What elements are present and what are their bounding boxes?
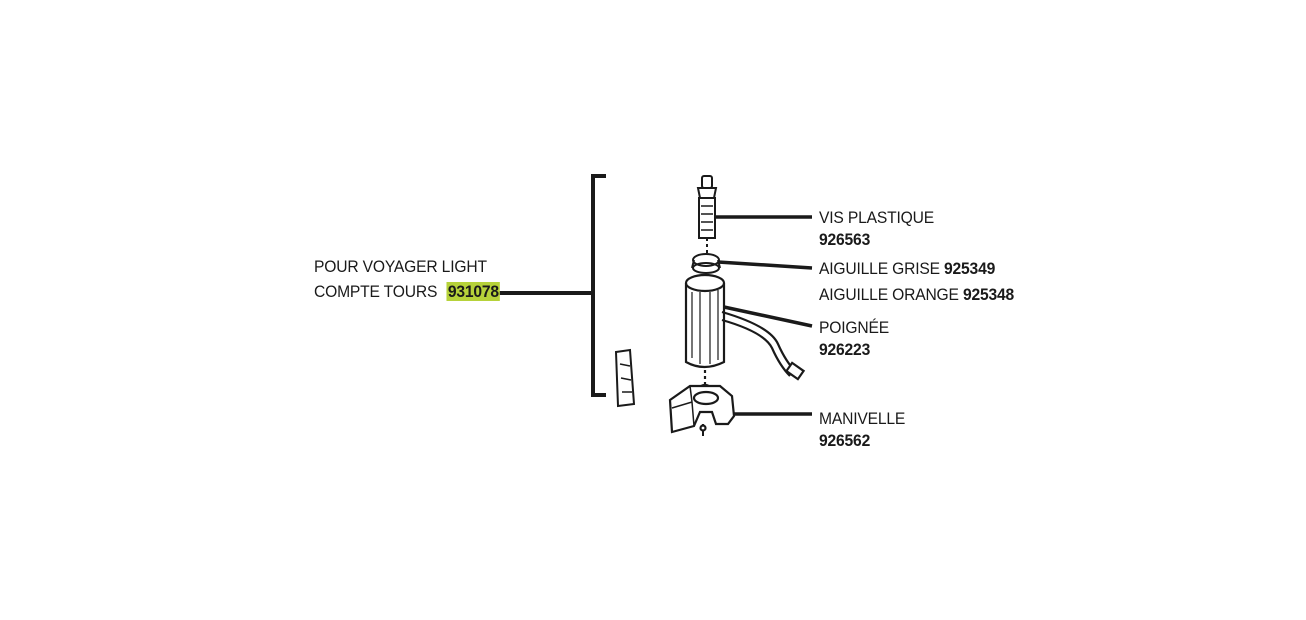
screw-code: 926563 bbox=[819, 230, 871, 249]
crank-code: 926562 bbox=[819, 431, 871, 450]
needle-leader-line bbox=[717, 260, 813, 270]
needle-orange-code: 925348 bbox=[962, 285, 1015, 304]
screw-name: VIS PLASTIQUE bbox=[819, 208, 934, 227]
kit-label-line1: POUR VOYAGER LIGHT bbox=[314, 257, 487, 276]
crank-name: MANIVELLE bbox=[819, 409, 906, 428]
handle-code: 926223 bbox=[819, 340, 871, 359]
needle-grey-name: AIGUILLE GRISE bbox=[819, 259, 940, 278]
decal-part bbox=[614, 348, 636, 408]
needle-ring bbox=[691, 253, 721, 274]
handle-cylinder bbox=[684, 273, 806, 393]
needle-orange-label: AIGUILLE ORANGE 925348 bbox=[819, 285, 1014, 305]
crank-part bbox=[668, 384, 736, 436]
needle-orange-name: AIGUILLE ORANGE bbox=[819, 285, 959, 304]
kit-label-text: COMPTE TOURS bbox=[314, 282, 438, 301]
kit-code-highlighted: 931078 bbox=[446, 282, 500, 301]
handle-name: POIGNÉE bbox=[819, 318, 889, 337]
kit-label-line2: COMPTE TOURS 931078 bbox=[314, 282, 500, 302]
group-bracket bbox=[591, 174, 606, 397]
handle-leader-line bbox=[723, 305, 813, 328]
needle-grey-label: AIGUILLE GRISE 925349 bbox=[819, 259, 995, 279]
plastic-screw bbox=[696, 175, 718, 254]
needle-grey-code: 925349 bbox=[944, 259, 996, 278]
